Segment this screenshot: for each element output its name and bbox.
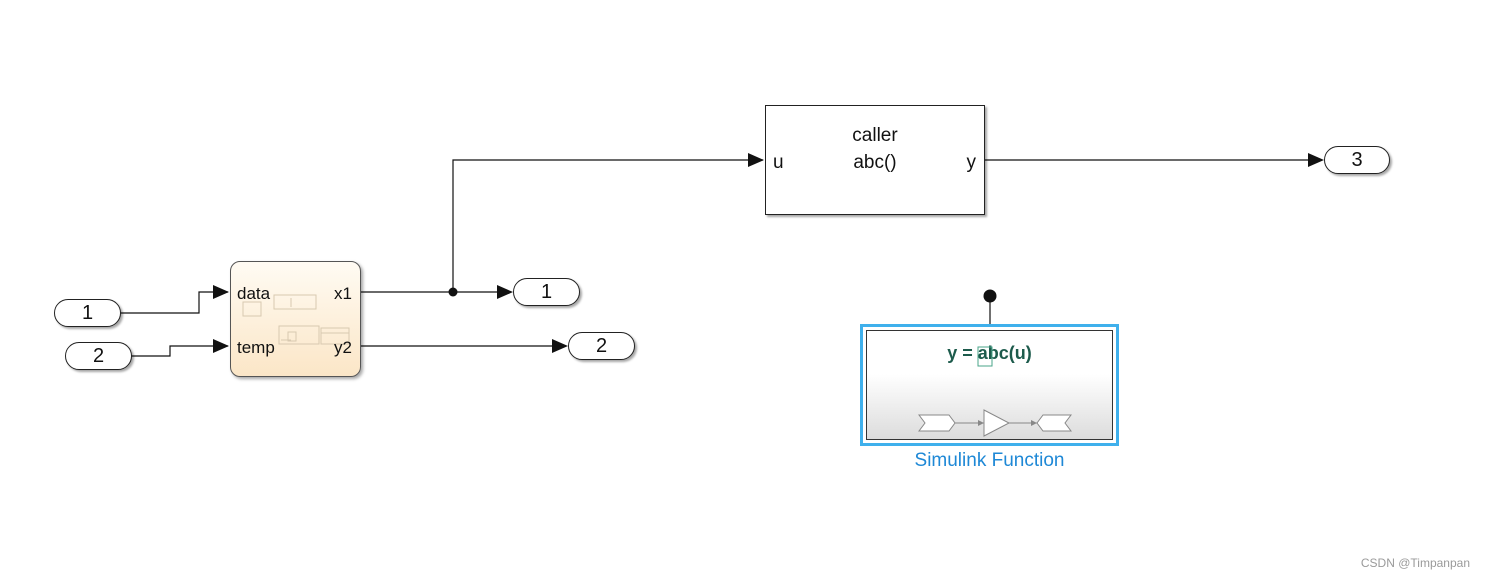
chart-input-data: data xyxy=(237,284,271,303)
chart-output-y2: y2 xyxy=(334,338,352,357)
gain-icon xyxy=(983,409,1011,437)
arrow-out2 xyxy=(552,339,568,353)
watermark: CSDN @Timpanpan xyxy=(1360,556,1470,570)
function-content-icon xyxy=(918,346,1072,437)
inport-1[interactable]: 1 xyxy=(54,299,121,327)
arrow-caller-u xyxy=(748,153,764,167)
arrow-out3 xyxy=(1308,153,1324,167)
function-signature: y = abc(u) xyxy=(947,343,1032,363)
chart-output-x1: x1 xyxy=(334,284,352,303)
caller-input-u: u xyxy=(773,152,784,173)
simulink-function-label: Simulink Function xyxy=(914,450,1065,471)
outport-1[interactable]: 1 xyxy=(513,278,580,306)
wire-in2-temp xyxy=(131,345,228,357)
wire-in1-data xyxy=(120,291,228,314)
inport-2[interactable]: 2 xyxy=(65,342,132,370)
caller-output-y: y xyxy=(966,152,977,173)
outport-2[interactable]: 2 xyxy=(568,332,635,360)
branch-point xyxy=(448,287,458,297)
arrow-data xyxy=(213,285,229,299)
arrow-out1 xyxy=(497,285,513,299)
caller-function-call: abc() xyxy=(853,152,897,173)
edit-cursor-box xyxy=(977,346,993,367)
function-caller-block[interactable]: caller abc() u y xyxy=(765,105,985,215)
caller-title: caller xyxy=(852,125,898,146)
chart-input-temp: temp xyxy=(237,338,275,357)
outport-3[interactable]: 3 xyxy=(1324,146,1390,174)
wire-branch-caller xyxy=(452,159,763,292)
chart-icon xyxy=(242,294,350,345)
arrow-temp xyxy=(213,339,229,353)
trigger-port-dot xyxy=(983,289,997,303)
stateflow-chart-block[interactable]: data temp x1 y2 xyxy=(230,261,361,377)
argout-port-icon xyxy=(1036,414,1072,432)
simulink-function-body: y = abc(u) xyxy=(866,330,1113,440)
argin-port-icon xyxy=(918,414,956,432)
simulink-function-block[interactable]: y = abc(u) xyxy=(860,324,1119,446)
